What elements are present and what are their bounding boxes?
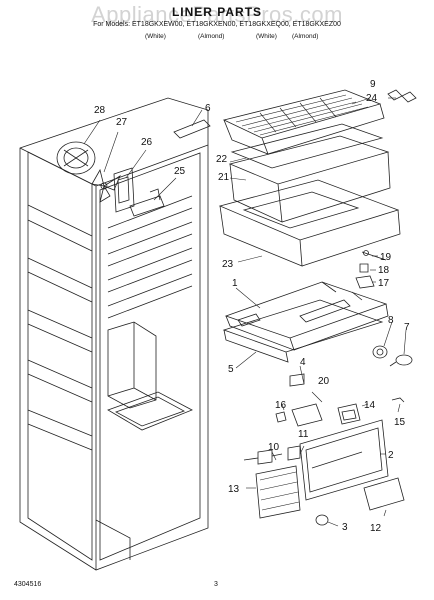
part-13-filter <box>255 465 301 519</box>
callout-3: 3 <box>342 522 348 533</box>
part-16-nut <box>275 411 287 423</box>
model-color: (Almond) <box>198 33 225 40</box>
callout-24: 24 <box>366 93 378 104</box>
part-26-bracket <box>113 167 135 213</box>
part-20-plate <box>291 403 323 427</box>
liner-cabinet <box>19 97 209 571</box>
callout-16: 16 <box>275 400 287 411</box>
part-7-bulb <box>389 354 413 367</box>
callout-21: 21 <box>218 172 230 183</box>
callout-18: 18 <box>378 265 390 276</box>
document-code: 4304516 <box>14 581 42 588</box>
model-color: (White) <box>256 33 277 40</box>
part-1-divider <box>224 281 389 351</box>
part-22-glass-shelf <box>230 123 384 169</box>
callout-9: 9 <box>370 79 376 90</box>
callout-1: 1 <box>232 278 238 289</box>
callout-26: 26 <box>141 137 153 148</box>
callout-5: 5 <box>228 364 234 375</box>
part-21-crisper-pan <box>228 135 391 223</box>
callout-numbers: 28 27 26 25 6 9 24 22 21 23 1 5 19 18 17… <box>94 79 410 534</box>
part-11-socket <box>287 445 301 461</box>
callout-11: 11 <box>298 429 309 440</box>
watermark: AppliancePartsPros.com <box>91 2 343 27</box>
callout-2: 2 <box>388 450 394 461</box>
part-25-clip <box>129 188 165 217</box>
callout-12: 12 <box>370 523 382 534</box>
part-14-switch <box>337 403 361 425</box>
model-color: (White) <box>145 33 166 40</box>
callout-13: 13 <box>228 484 240 495</box>
part-6-cover <box>173 119 211 139</box>
part-28-diffuser <box>56 141 96 175</box>
callout-17: 17 <box>378 278 390 289</box>
part-2-control-housing <box>299 419 389 501</box>
callout-15: 15 <box>394 417 406 428</box>
callout-28: 28 <box>94 105 106 116</box>
part-8-knob <box>372 345 388 359</box>
callout-19: 19 <box>380 252 392 263</box>
leader-lines <box>83 97 407 527</box>
part-24-cover-frame <box>222 89 385 155</box>
page-title: LINER PARTS <box>171 5 263 19</box>
callout-22: 22 <box>216 154 228 165</box>
part-18-clip <box>359 263 369 273</box>
part-23-drawer <box>218 179 401 267</box>
page-number: 3 <box>214 581 218 588</box>
part-27-fan-blade <box>91 168 121 203</box>
callout-4: 4 <box>300 357 306 368</box>
callout-25: 25 <box>174 166 186 177</box>
part-3-knob <box>315 514 329 526</box>
part-9-cap <box>387 89 417 103</box>
part-12-label <box>363 477 405 511</box>
model-color: (Almond) <box>292 33 319 40</box>
part-17-box <box>355 275 375 289</box>
callout-7: 7 <box>404 322 410 333</box>
model-list: For Models: ET18GKXEW00, ET18GKXEN00, ET… <box>93 21 341 28</box>
part-5-lower-panel <box>222 299 384 363</box>
callout-23: 23 <box>222 259 234 270</box>
callout-8: 8 <box>388 315 394 326</box>
part-15-pin <box>391 397 405 403</box>
callout-10: 10 <box>268 442 280 453</box>
callout-20: 20 <box>318 376 330 387</box>
callout-14: 14 <box>364 400 376 411</box>
callout-27: 27 <box>116 117 128 128</box>
callout-6: 6 <box>205 103 211 114</box>
